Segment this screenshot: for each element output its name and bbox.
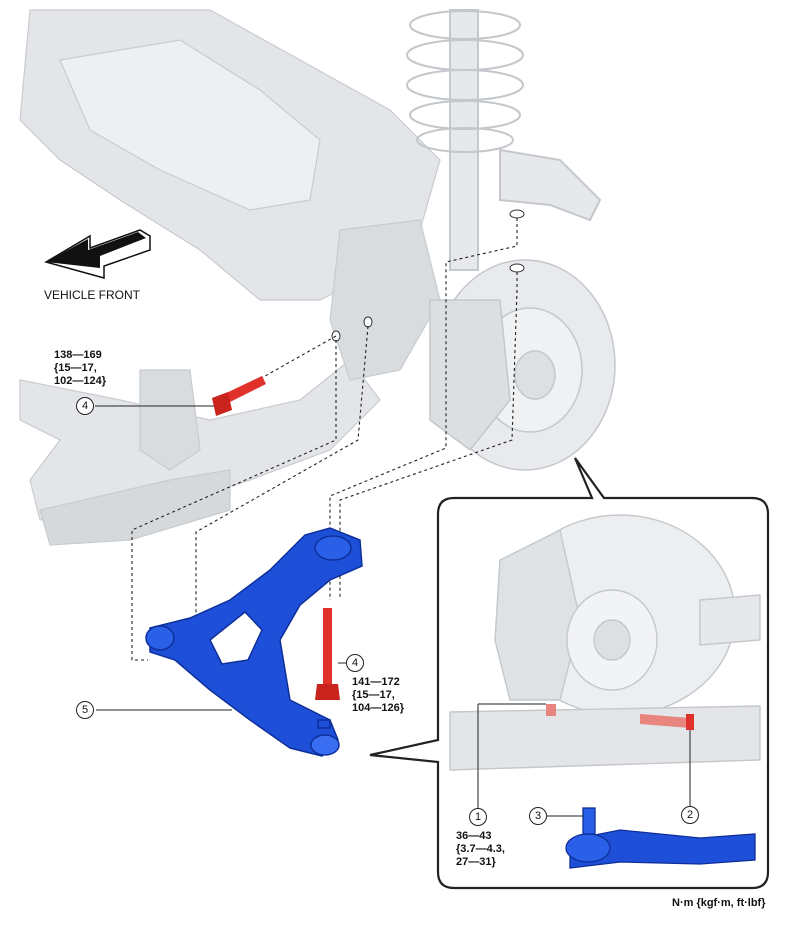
callout-1: 1 bbox=[469, 808, 487, 826]
inset-red-marks bbox=[546, 704, 694, 730]
bolt-4-lower bbox=[315, 608, 340, 700]
bolt-4-upper bbox=[212, 376, 266, 416]
leader-lines bbox=[95, 405, 691, 817]
callout-3: 3 bbox=[529, 807, 547, 825]
vehicle-front-label: VEHICLE FRONT bbox=[44, 288, 141, 302]
lower-arm bbox=[145, 527, 363, 757]
callout-4-upper: 4 bbox=[76, 397, 94, 415]
vehicle-front-arrow-icon bbox=[44, 229, 151, 279]
torque-nut1: 36—43 {3.7—4.3, 27—31} bbox=[456, 830, 505, 868]
torque-bolt4-lower: 141—172 {15—17, 104—126} bbox=[352, 676, 404, 714]
callout-5: 5 bbox=[76, 701, 94, 719]
ghost-strut-spring bbox=[406, 9, 602, 271]
ghost-subframe bbox=[19, 9, 441, 546]
callout-2: 2 bbox=[681, 806, 699, 824]
torque-bolt4-upper: 138—169 {15—17, 102—124} bbox=[54, 349, 106, 387]
ghost-brake-disc bbox=[429, 259, 616, 471]
inset-ball-joint bbox=[565, 807, 756, 869]
units-label: N·m {kgf·m, ft·lbf} bbox=[672, 897, 766, 909]
callout-4-lower: 4 bbox=[346, 654, 364, 672]
